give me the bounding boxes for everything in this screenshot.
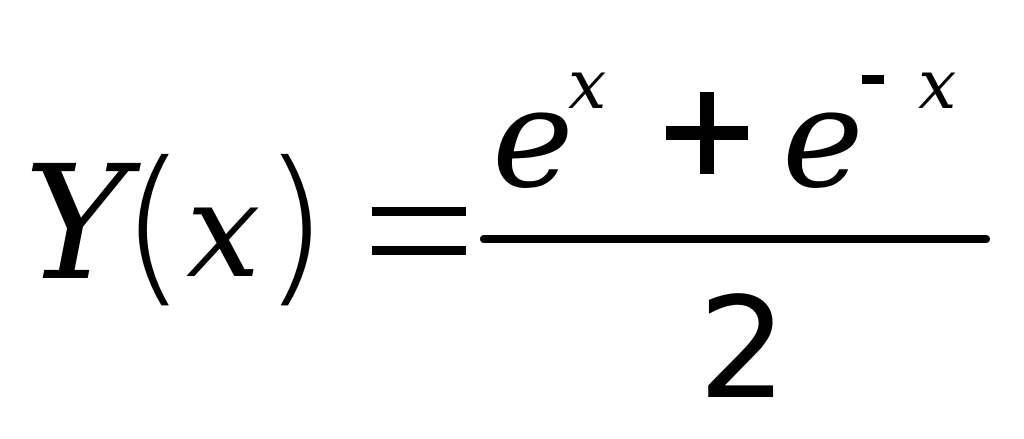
numerator-term2-exponent-var: x (918, 46, 957, 125)
function-name: Y (24, 132, 129, 316)
numerator-term2-base: e (782, 58, 864, 219)
equals-bar-top (372, 207, 466, 216)
plus-vertical-stroke (700, 92, 714, 174)
numerator-term1-base: e (492, 58, 574, 219)
numerator-term2-exponent-minus (862, 75, 884, 84)
denominator: 2 (698, 268, 788, 431)
close-paren: ) (262, 126, 329, 324)
equals-bar-bottom (372, 246, 466, 255)
numerator-term1-exponent: x (568, 46, 607, 125)
function-argument: x (186, 154, 261, 308)
open-paren: ( (120, 126, 187, 324)
fraction-bar (480, 235, 990, 243)
